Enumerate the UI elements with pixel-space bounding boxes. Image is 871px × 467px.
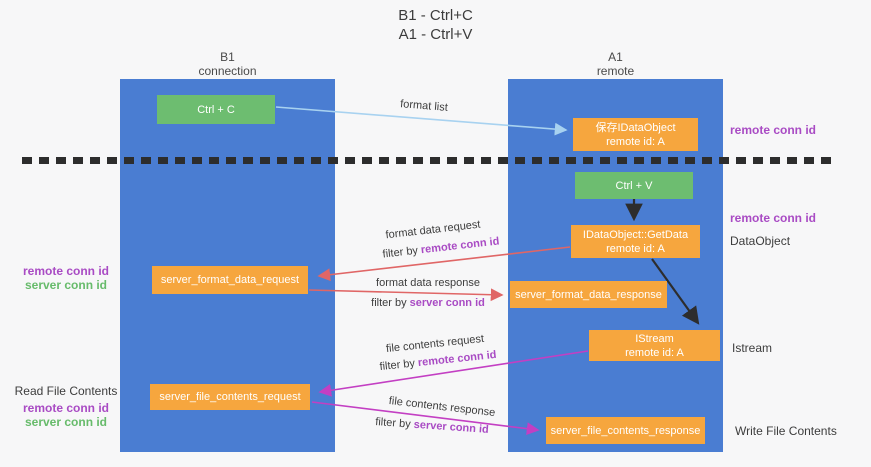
node-format-response-label: server_format_data_response [515,288,662,301]
left-conn-block-top: remote conn id server conn id [18,264,114,292]
filter-key-2: server conn id [409,297,485,309]
node-file-request-label: server_file_contents_request [159,391,301,403]
arrow-format-data-request [317,246,571,282]
label-filter-server-conn-1: filter by server conn id [371,297,485,309]
node-getdata-line1: IDataObject::GetData [582,228,689,241]
lane-left-title: B1 [220,50,235,64]
label-remote-conn-id-left-top: remote conn id [22,264,109,278]
arrow-file-contents-response [311,401,540,435]
arrow-getdata-to-istream [651,258,700,325]
node-server-format-data-request: server_format_data_request [152,266,308,294]
node-server-file-contents-response: server_file_contents_response [546,417,705,444]
diagram-title: B1 - Ctrl+C A1 - Ctrl+V [0,6,871,44]
node-save-idataobject-line2: remote id: A [606,135,665,148]
node-server-format-data-response: server_format_data_response [510,281,667,308]
node-idataobject-getdata: IDataObject::GetData remote id: A [571,225,700,258]
lane-header-right: A1 remote [508,50,723,78]
label-dataobject: DataObject [730,234,791,248]
node-istream-line1: IStream [635,332,674,345]
node-istream-line2: remote id: A [625,346,684,359]
node-ctrl-c-label: Ctrl + C [197,103,235,116]
filter-prefix-2: filter by [371,297,410,309]
title-line2: A1 - Ctrl+V [398,26,473,43]
lane-header-left: B1 connection [120,50,335,78]
left-conn-block-bottom: Read File Contents remote conn id server… [12,384,120,429]
title-line1: B1 - Ctrl+C [398,7,473,24]
label-server-conn-id-left-bottom: server conn id [24,415,108,429]
label-remote-conn-id-right-mid: remote conn id [730,211,817,225]
arrow-format-list [275,106,568,136]
node-getdata-line2: remote id: A [606,242,665,255]
node-format-request-label: server_format_data_request [160,274,300,286]
dashed-separator [22,157,838,164]
arrow-format-data-response [308,288,504,302]
node-save-idataobject: 保存IDataObject remote id: A [573,118,698,151]
node-file-response-label: server_file_contents_response [550,424,701,437]
arrow-file-contents-request [318,350,589,397]
node-istream: IStream remote id: A [589,330,720,361]
label-remote-conn-id-right-top: remote conn id [730,123,817,137]
label-write-file-contents: Write File Contents [735,424,837,438]
label-remote-conn-id-left-bottom: remote conn id [22,401,109,415]
lane-right-subtitle: remote [596,64,635,78]
label-format-data-response: format data response [376,277,480,289]
node-save-idataobject-line1: 保存IDataObject [595,121,676,134]
label-read-file-contents: Read File Contents [14,384,118,398]
node-server-file-contents-request: server_file_contents_request [150,384,310,410]
label-istream: Istream [732,341,773,355]
lane-left-subtitle: connection [198,64,257,78]
label-server-conn-id-left-top: server conn id [24,278,108,292]
node-ctrl-v-label: Ctrl + V [615,179,653,192]
lane-right-title: A1 [608,50,623,64]
node-ctrl-v: Ctrl + V [575,172,693,199]
node-ctrl-c: Ctrl + C [157,95,275,124]
